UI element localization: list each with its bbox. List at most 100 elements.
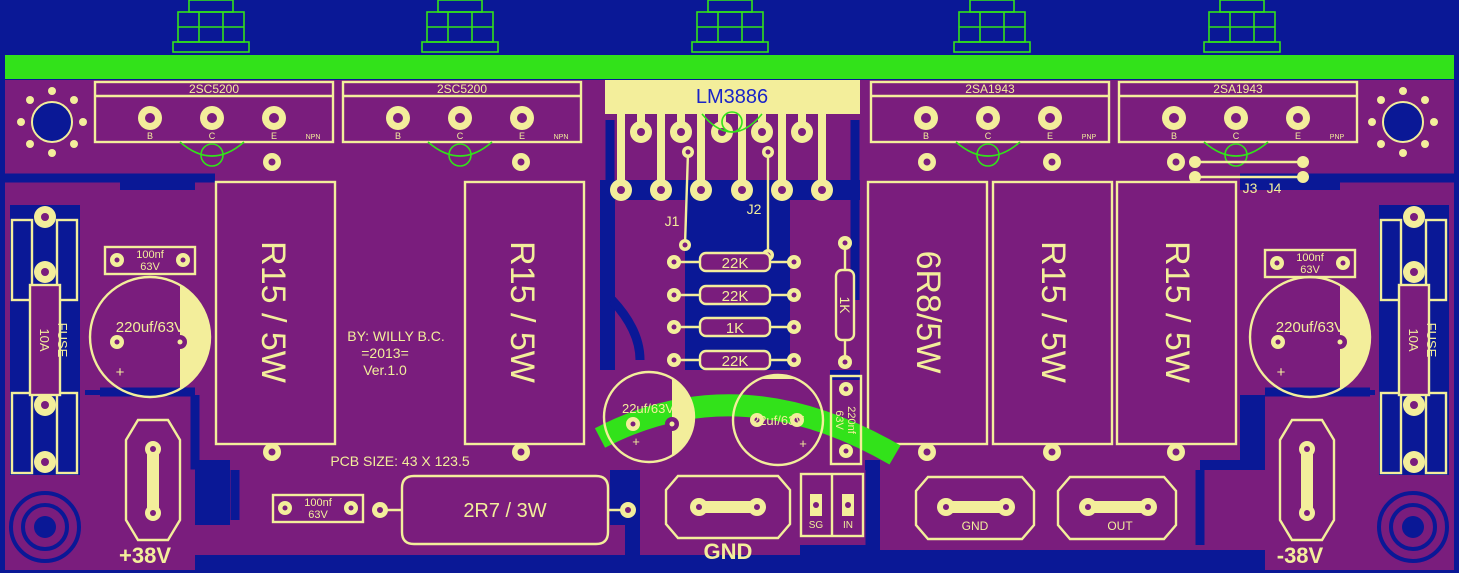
pin-label: B [147,131,153,141]
jumper-label: J3 [1243,180,1258,196]
cap-polarity: + [799,436,807,451]
pin-label: E [1295,131,1301,141]
cap-100nf-right: 100nf 63V [1263,248,1357,279]
resistor-1k: 1K [667,316,801,338]
cap-voltage: 63V [308,509,328,521]
cap-220uf-right: 220uf/63V + [1248,275,1372,399]
cap-value: 220nf [845,406,857,434]
cap-value: 220uf/63V [1276,319,1344,336]
resistor-2r7: 2R7 / 3W [372,474,636,546]
screw-2 [421,0,499,53]
resistor-value: 1K [837,296,853,314]
heatsink-screws [172,0,1281,53]
pin-label: E [1047,131,1053,141]
resistor-r15-d: R15 / 5W [1115,153,1238,461]
connector-signal-input: SG IN [799,472,865,538]
lm3886-ic: LM3886 [605,80,860,201]
jumper-label: J2 [747,201,762,217]
cap-220uf-left: 220uf/63V + [88,275,212,399]
pcb-size: PCB SIZE: 43 X 123.5 [330,453,470,469]
jumpers: J1 J2 J3 J4 [665,146,1309,261]
transistor-q2: 2SC5200 B C E NPN [341,80,583,167]
resistor-value: R15 / 5W [1034,241,1072,383]
cap-22uf-b: 22uf/63V + [731,373,825,467]
screw-4 [953,0,1031,53]
connector-label: OUT [1107,519,1133,533]
cap-value: 100nf [1296,252,1324,264]
resistor-value: 22K [722,288,749,305]
mount-hole-bottom-left [9,491,81,563]
resistor-r15-c: R15 / 5W [991,153,1114,461]
terminal-pos [124,418,182,542]
transistor-q1: 2SC5200 B C E NPN [93,80,335,167]
transistor-type: PNP [1330,134,1345,141]
transistor-type: NPN [306,134,321,141]
connector-out: OUT [1056,475,1178,541]
connector-label: GND [962,519,989,533]
connector-gnd-center [664,474,792,540]
fuse-rating: 10A [37,328,52,351]
cap-100nf-left: 100nf 63V [103,245,197,276]
rail-label-gnd: GND [704,539,753,564]
fuse-left: FUSE 10A [10,205,80,475]
power-terminals [124,418,1336,542]
rail-label-negative: -38V [1277,543,1324,568]
cap-polarity: + [1277,364,1286,381]
mount-hole-top-left [17,87,87,157]
transistor-type: PNP [1082,134,1097,141]
resistor-value: 22K [722,255,749,272]
credit-year: =2013= [361,345,409,361]
cap-voltage: 63V [140,261,160,273]
screw-1 [172,0,250,53]
cap-polarity: + [632,434,640,449]
cap-value: 100nf [136,249,164,261]
cap-value: 220uf/63V [116,319,184,336]
cap-22uf-a: 22uf/63V + [602,370,696,464]
pin-label: B [395,131,401,141]
cap-value: 100nf [304,497,332,509]
mount-hole-top-right [1368,87,1438,157]
electrolytic-caps: 220uf/63V + 220uf/63V + 22uf/63V + 22uf/… [88,275,1372,467]
pin-label: E [519,131,525,141]
fuse-label: FUSE [1424,323,1439,358]
cap-voltage: 63V [1300,264,1320,276]
ic-label: LM3886 [696,86,768,108]
mount-holes [9,87,1449,563]
pin-label: B [1171,131,1177,141]
fuse-right: FUSE 10A [1379,205,1449,475]
resistor-22k-b: 22K [667,284,801,306]
resistor-value: R15 / 5W [254,241,292,383]
pin-label: E [271,131,277,141]
mount-hole-bottom-right [1377,491,1449,563]
cap-value: 22uf/63V [752,413,804,428]
pin-label: C [457,131,464,141]
transistor-q3: 2SA1943 B C E PNP [869,80,1111,167]
heatsink-bar [5,55,1454,79]
transistor-part: 2SA1943 [1213,82,1263,96]
resistor-6r8: 6R8/5W [866,153,989,461]
resistor-1k-vertical: 1K [834,236,856,369]
power-resistors: R15 / 5W R15 / 5W 6R8/5W R15 / 5W R15 / … [214,153,1238,461]
transistor-type: NPN [554,134,569,141]
cap-polarity: + [116,364,125,381]
pin-label: B [923,131,929,141]
jumper-label: J4 [1267,180,1282,196]
connector-gnd-out: GND [914,475,1036,541]
resistor-r15-a: R15 / 5W [214,153,337,461]
resistor-value: 6R8/5W [909,251,947,374]
io-connectors: SG IN GND OUT [664,472,1178,541]
connector-label: IN [843,520,853,531]
fuse-holders: FUSE 10A FUSE 10A [10,205,1449,475]
signal-resistors: 22K 22K 1K 22K 1K [667,236,856,371]
resistor-value: 22K [722,353,749,370]
board-labels: BY: WILLY B.C. =2013= Ver.1.0 PCB SIZE: … [119,328,1324,568]
resistor-22k-c: 22K [667,349,801,371]
transistor-q4: 2SA1943 B C E PNP [1117,80,1359,167]
film-caps: 100nf 63V 100nf 63V 100nf 63V 220nf 63V [103,245,1357,524]
transistor-part: 2SC5200 [189,82,239,96]
transistor-part: 2SA1943 [965,82,1015,96]
screw-3 [691,0,769,53]
cap-220nf: 220nf 63V [829,374,863,466]
